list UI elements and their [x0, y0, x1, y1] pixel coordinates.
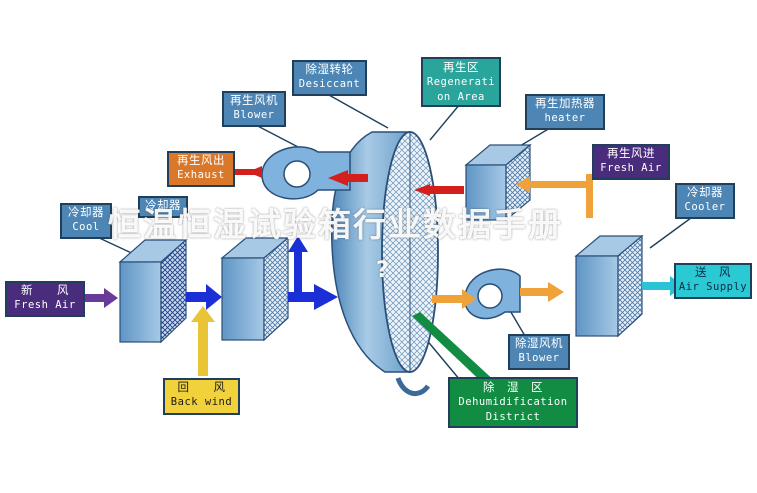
dehum-district-label: 除 湿 区 Dehumidification District	[448, 377, 578, 428]
air-supply-label-zh: 送 风	[695, 265, 731, 279]
desiccant-label-en: Desiccant	[298, 78, 361, 90]
dehum-blower-label-en: Blower	[518, 352, 560, 364]
air-supply-label: 送 风 Air Supply	[674, 263, 752, 299]
exhaust-label: 再生风出 Exhaust	[167, 151, 235, 187]
regen-blower-label-en: Blower	[233, 109, 275, 121]
desiccant-label-zh: 除湿转轮	[305, 62, 354, 76]
regen-heater-unit	[464, 143, 532, 222]
regen-blower-label: 再生风机 Blower	[222, 91, 286, 127]
cooler-right-label-zh: 冷却器	[687, 185, 723, 199]
cooler-left-label-en: Cool	[72, 221, 100, 233]
back-wind-label: 回 风 Back wind	[163, 378, 240, 415]
middle-cooler-unit	[220, 236, 290, 342]
cooler-left-label: 冷却器 Cool	[60, 203, 112, 239]
cooler-left-label-zh: 冷却器	[68, 205, 104, 219]
left-cooler-unit	[118, 238, 188, 344]
desiccant-wheel	[330, 131, 439, 396]
cooler-right-label-en: Cooler	[684, 201, 726, 213]
air-supply-label-en: Air Supply	[678, 281, 748, 293]
regen-blower-unit	[261, 146, 351, 200]
regeneration-area-label: 再生区 Regenerati on Area	[421, 57, 501, 107]
regeneration-area-label-en1: Regenerati	[426, 76, 496, 88]
cooler-mid-label: 冷却器	[138, 196, 188, 218]
dehum-blower-label-zh: 除湿风机	[515, 336, 563, 350]
regen-fresh-air-label: 再生风进 Fresh Air	[592, 144, 670, 180]
regen-fresh-air-label-en: Fresh Air	[600, 162, 662, 174]
regen-blower-label-zh: 再生风机	[230, 93, 278, 107]
fresh-air-label-en: Fresh Air	[14, 299, 76, 311]
dehum-blower-unit	[464, 268, 521, 320]
regeneration-area-label-zh: 再生区	[443, 60, 479, 74]
regen-heater-label-en: heater	[544, 112, 586, 124]
dehum-district-label-en2: District	[485, 411, 541, 423]
watermark-text: 恒温恒湿试验箱行业数据手册	[108, 205, 563, 244]
dehum-district-label-en1: Dehumidification	[458, 396, 568, 408]
exhaust-label-en: Exhaust	[177, 169, 225, 181]
exhaust-label-zh: 再生风出	[177, 153, 225, 167]
fresh-air-label: 新 风 Fresh Air	[5, 281, 85, 317]
fresh-air-label-zh: 新 风	[21, 283, 69, 297]
cooler-mid-label-zh: 冷却器	[145, 198, 181, 212]
dehum-district-label-zh: 除 湿 区	[483, 380, 543, 394]
regeneration-area-label-en2: on Area	[437, 91, 485, 103]
cooler-right-label: 冷却器 Cooler	[675, 183, 735, 219]
watermark-question-mark: ?	[376, 258, 389, 283]
back-wind-label-en: Back wind	[170, 396, 233, 408]
dehum-blower-label: 除湿风机 Blower	[508, 334, 570, 370]
right-cooler-unit	[574, 234, 644, 338]
regen-heater-label-zh: 再生加热器	[535, 96, 595, 110]
regen-heater-label: 再生加热器 heater	[525, 94, 605, 130]
desiccant-label: 除湿转轮 Desiccant	[292, 60, 367, 96]
regen-fresh-air-label-zh: 再生风进	[607, 146, 655, 160]
back-wind-label-zh: 回 风	[177, 380, 226, 394]
